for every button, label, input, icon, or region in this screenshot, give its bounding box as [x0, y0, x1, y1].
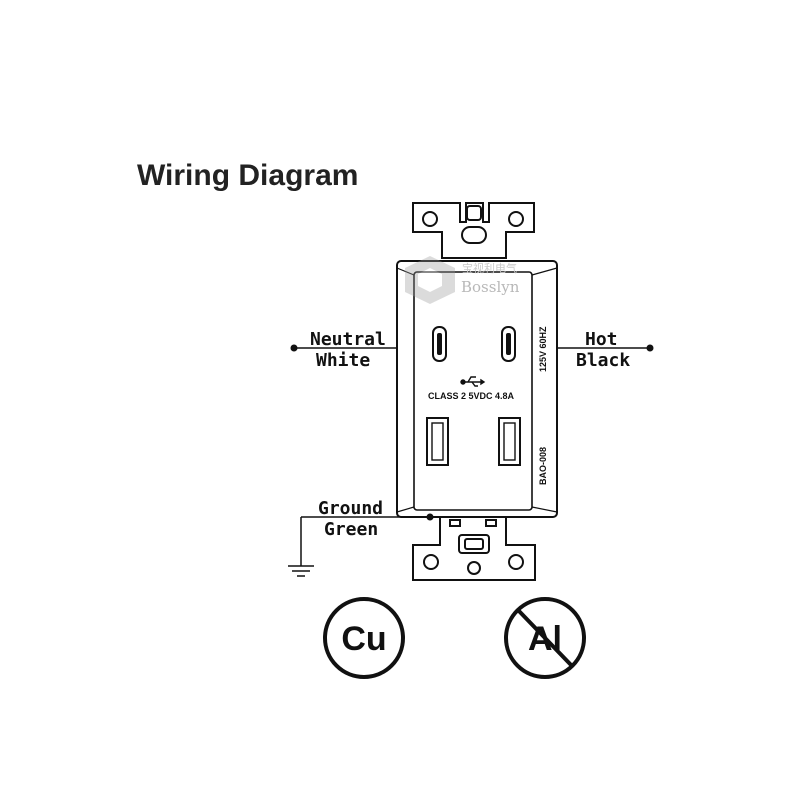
copper-allowed-icon	[323, 597, 405, 679]
copper-label: Cu	[341, 620, 386, 658]
white-label: White	[316, 350, 370, 371]
watermark-logo-icon	[405, 256, 455, 304]
prohibited-slash-icon	[516, 608, 574, 668]
usb-a-port-right	[498, 417, 521, 466]
aluminum-prohibited-icon	[504, 597, 586, 679]
hot-wire	[557, 344, 654, 352]
ground-wire	[300, 513, 434, 566]
watermark-brand-cn: 宝视利电气	[462, 261, 517, 275]
black-label: Black	[576, 350, 630, 371]
watermark-brand: Bosslyn	[461, 278, 520, 296]
page-title: Wiring Diagram	[137, 159, 358, 192]
neutral-label: Neutral	[310, 329, 386, 350]
model-label: BAO-008	[538, 447, 548, 485]
side-rating-label: 125V 60HZ	[538, 326, 548, 372]
bottom-mounting-strap	[412, 516, 536, 581]
usb-c-port-left	[432, 326, 447, 362]
neutral-wire	[290, 344, 397, 352]
hot-label: Hot	[585, 329, 618, 350]
usb-c-port-right	[501, 326, 516, 362]
top-mounting-strap	[412, 202, 535, 259]
green-label: Green	[324, 519, 378, 540]
ground-symbol-icon	[288, 565, 314, 577]
ground-label: Ground	[318, 498, 383, 519]
rating-label: CLASS 2 5VDC 4.8A	[428, 391, 515, 401]
usb-a-port-left	[426, 417, 449, 466]
usb-icon	[460, 376, 486, 387]
